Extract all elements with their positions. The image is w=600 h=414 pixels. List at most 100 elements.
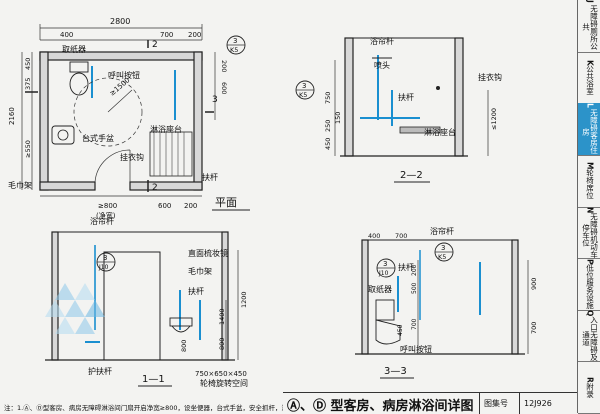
svg-text:≥550: ≥550 [24,140,32,158]
svg-text:3: 3 [103,254,107,262]
svg-text:挂衣钩: 挂衣钩 [478,72,502,82]
svg-text:200: 200 [184,202,197,210]
svg-text:1200: 1200 [240,291,248,308]
sidebar-tab-label: 公共浴室 [585,65,595,96]
svg-text:700: 700 [395,232,407,240]
svg-text:2: 2 [152,183,158,193]
svg-text:800: 800 [180,340,188,352]
svg-text:呼叫按钮: 呼叫按钮 [108,70,140,80]
svg-text:2: 2 [152,40,158,50]
svg-text:900: 900 [530,278,538,290]
sidebar-tab-key: R [585,376,595,383]
svg-text:600: 600 [220,82,228,94]
sidebar-tab-key: P [585,258,595,265]
section-1-1: 3 J10 1200 1400 800 800 浴帘杆 直面梳妆镜 毛巾架 扶杆… [45,216,248,388]
section-2-2: 750 250 450 150 ≤1200 3 K5 浴帘杆 喷头 扶杆 挂衣钩… [295,36,502,183]
section-1-1-title: 1—1 [142,374,165,385]
svg-text:≥800: ≥800 [98,202,117,210]
sidebar-tab-key: K [585,59,595,66]
title-block: Ⓐ、Ⓓ 型客房、病房淋浴间详图 图集号 12J926 [283,392,577,414]
svg-text:250: 250 [324,120,332,132]
plan-title: 平面 [215,196,237,209]
svg-text:浴帘杆: 浴帘杆 [430,226,454,236]
svg-text:呼叫按钮: 呼叫按钮 [400,344,432,354]
svg-text:150: 150 [334,112,342,124]
sidebar-tab-label: 附录 [585,382,595,398]
drawing-canvas: 2800 400 700 200 2160 375 450 ≥550 200 6… [4,17,538,412]
sidebar-tab-label: 无障碍厕所公共 [581,4,599,50]
svg-text:取纸器: 取纸器 [368,284,392,294]
sidebar-tab-label: 无障碍机动车停车位 [581,212,599,258]
sidebar-tab-label: 轮椅席位 [585,169,595,200]
svg-text:450: 450 [24,58,32,70]
svg-text:轮椅旋转空间: 轮椅旋转空间 [200,378,248,388]
svg-text:≤1200: ≤1200 [490,108,498,130]
svg-text:浴帘杆: 浴帘杆 [90,216,114,226]
svg-text:K5: K5 [438,253,446,261]
svg-text:400: 400 [368,232,380,240]
sidebar-tab-label: 入口无障碍及通道 [581,316,599,362]
svg-text:700: 700 [411,318,418,330]
svg-text:3: 3 [212,95,218,105]
sidebar-tab-key: L [585,103,595,109]
svg-text:450: 450 [397,324,404,336]
atlas-label: 图集号 [479,393,512,414]
sidebar-tab-key: J [585,0,595,3]
sidebar-tab-key: M [585,161,595,170]
svg-text:750×650×450: 750×650×450 [195,370,247,378]
sidebar-tab-label: 低位服务设施 [585,264,595,310]
plan-label-toilet: 取纸器 [62,44,86,54]
svg-text:挂衣钩: 挂衣钩 [120,152,144,162]
svg-text:淋浴座台: 淋浴座台 [424,127,456,137]
svg-text:375: 375 [24,78,32,90]
svg-text:淋浴座台: 淋浴座台 [150,124,182,134]
sidebar-tab-key: N [585,206,595,213]
svg-text:400: 400 [60,31,73,39]
footer-note: 注：1.Ⓐ、Ⓓ型客房、病房无障碍淋浴间门扇开启净宽≥800，设坐便器，台式手盆，… [4,403,353,412]
svg-text:3: 3 [441,244,445,252]
svg-text:K5: K5 [230,46,238,54]
atlas-code: 12J926 [519,393,556,414]
svg-text:(净宽): (净宽) [96,211,116,220]
svg-text:600: 600 [158,202,171,210]
svg-text:450: 450 [324,138,332,150]
svg-text:2160: 2160 [8,107,16,125]
svg-text:3: 3 [302,82,306,90]
svg-text:浴帘杆: 浴帘杆 [370,36,394,46]
svg-text:700: 700 [160,31,173,39]
svg-text:扶杆: 扶杆 [398,262,414,272]
drawing-title: Ⓐ、Ⓓ 型客房、病房淋浴间详图 [287,399,474,414]
section-3-3-title: 3—3 [384,366,407,377]
sidebar-tab-label: 无障碍客房住房 [581,108,599,154]
svg-text:扶杆: 扶杆 [398,92,414,102]
svg-text:K5: K5 [299,91,307,99]
svg-text:毛巾架: 毛巾架 [8,180,32,190]
svg-text:J10: J10 [98,264,109,271]
svg-text:800: 800 [218,338,226,350]
plan-view: 2800 400 700 200 2160 375 450 ≥550 200 6… [8,17,250,220]
svg-text:1400: 1400 [218,308,226,325]
svg-text:喷头: 喷头 [374,60,390,70]
svg-text:扶杆: 扶杆 [202,172,218,182]
svg-text:200: 200 [188,31,201,39]
sidebar-tab-key: Q [585,309,595,317]
svg-text:200: 200 [411,264,418,276]
svg-text:J10: J10 [378,270,389,277]
section-2-2-title: 2—2 [400,170,423,181]
svg-text:3: 3 [383,260,387,268]
svg-text:直面梳妆镜: 直面梳妆镜 [188,248,228,258]
svg-text:200: 200 [220,60,228,72]
plan-dim-total: 2800 [110,17,130,26]
svg-text:750: 750 [324,92,332,104]
svg-text:毛巾架: 毛巾架 [188,266,212,276]
section-3-3: 3 J10 3 K5 400 700 200 500 700 450 900 7… [355,226,538,379]
